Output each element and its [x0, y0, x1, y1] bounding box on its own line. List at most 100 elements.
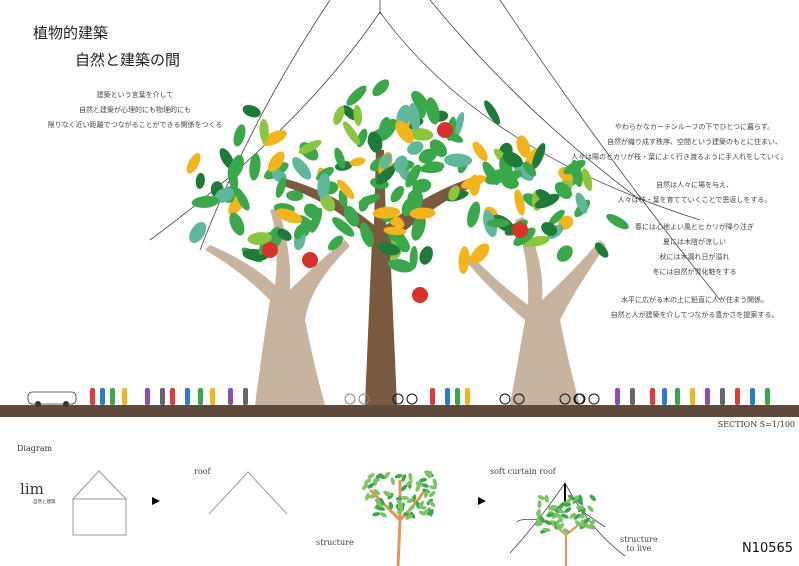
leaf — [372, 206, 401, 219]
leaf — [470, 243, 490, 264]
arrow-icon — [478, 497, 486, 505]
leaf — [395, 120, 414, 144]
leaf — [532, 142, 546, 169]
leaf — [561, 513, 569, 519]
person — [228, 388, 233, 405]
leaf — [574, 520, 582, 527]
leaf — [229, 212, 245, 236]
leaf — [583, 522, 590, 529]
person — [630, 388, 635, 405]
leaf — [388, 501, 394, 510]
curtain-cables — [149, 0, 721, 301]
person — [210, 388, 215, 405]
person — [690, 388, 695, 405]
fruit — [437, 122, 453, 138]
person — [750, 388, 755, 405]
person — [765, 388, 770, 405]
page-title: 植物的建築 — [33, 24, 109, 42]
leaf — [384, 491, 392, 497]
leaf — [453, 111, 465, 139]
leaf — [195, 172, 205, 189]
bicycle — [392, 393, 418, 405]
leaf — [419, 246, 433, 265]
leaf — [554, 182, 572, 199]
leaf — [336, 179, 355, 200]
leaf — [286, 190, 304, 202]
leaf — [427, 471, 433, 479]
car — [27, 391, 77, 407]
leaf — [332, 217, 355, 237]
leaf — [353, 104, 362, 126]
leaf — [377, 242, 401, 256]
leaf — [569, 512, 576, 519]
right-tree-trunk — [465, 217, 606, 405]
leaf — [189, 221, 207, 244]
leaf — [390, 186, 405, 203]
leaf — [394, 473, 403, 479]
leaf — [444, 153, 473, 168]
person — [122, 388, 127, 405]
leaf — [349, 157, 366, 167]
logo: lim — [20, 480, 44, 498]
person — [662, 388, 667, 405]
leaf — [546, 513, 554, 518]
roof-label: roof — [194, 467, 211, 476]
leaf — [343, 205, 360, 227]
leaf — [557, 508, 565, 514]
leaf — [575, 192, 588, 214]
leaf — [298, 139, 322, 155]
person — [455, 388, 460, 405]
leaf — [502, 151, 523, 168]
leaf — [573, 513, 581, 520]
structure-label: structure — [316, 538, 354, 547]
fruit — [512, 222, 528, 238]
leaf — [553, 513, 562, 518]
person — [705, 388, 710, 405]
text-line: 春には心地よい風とヒカリが降り注ぎ — [635, 223, 754, 231]
text-line: 人々は枝・葉を育てていくことで恩返しをする。 — [617, 196, 772, 204]
leaf — [523, 161, 537, 177]
leaf — [233, 124, 246, 147]
leaf — [242, 104, 261, 118]
leaf — [409, 511, 416, 519]
leaf — [576, 498, 584, 506]
leaf — [411, 214, 426, 241]
leaf — [572, 495, 579, 503]
fruit — [262, 242, 278, 258]
leaf — [539, 515, 546, 523]
leaf — [249, 153, 261, 181]
center-tree-trunk — [280, 150, 483, 405]
leaf — [292, 157, 312, 180]
text-line: 限りなく近い距離でつながることができる関係をつくる — [47, 121, 223, 129]
leaf — [375, 504, 383, 511]
leaf — [534, 193, 560, 209]
leaf — [367, 131, 383, 153]
leaf — [405, 164, 421, 188]
leaf — [563, 502, 572, 507]
leaf — [423, 490, 429, 499]
text-line: 自然が織り成す秩序、空間という建築のもとに住まい、 — [607, 138, 782, 146]
person — [720, 388, 725, 405]
text-line: 秋には木漏れ日が溢れ — [659, 253, 730, 261]
leaf — [373, 489, 380, 495]
leaf — [516, 135, 531, 158]
leaf — [406, 191, 423, 210]
leaf — [422, 161, 445, 172]
leaf — [379, 153, 392, 170]
person — [145, 388, 150, 405]
leaf — [411, 90, 428, 110]
leaf — [429, 508, 434, 517]
text-line: 水平に広がる木の上に鉛直に人が住まう関係。 — [621, 296, 768, 304]
leaf — [186, 153, 201, 174]
leaf — [562, 528, 570, 534]
leaf — [327, 235, 344, 251]
concept-paragraph-4: 水平に広がる木の上に鉛直に人が住まう関係。 自然と人が建築を介してつながる豊かさ… — [590, 293, 799, 323]
leaf — [409, 207, 436, 220]
leaf — [375, 473, 383, 479]
leaf — [372, 79, 390, 97]
leaf — [537, 500, 542, 509]
logo-subtitle: 自然と建築 — [33, 500, 56, 505]
leaf — [513, 227, 536, 246]
person — [100, 388, 105, 405]
leaf — [372, 512, 381, 517]
